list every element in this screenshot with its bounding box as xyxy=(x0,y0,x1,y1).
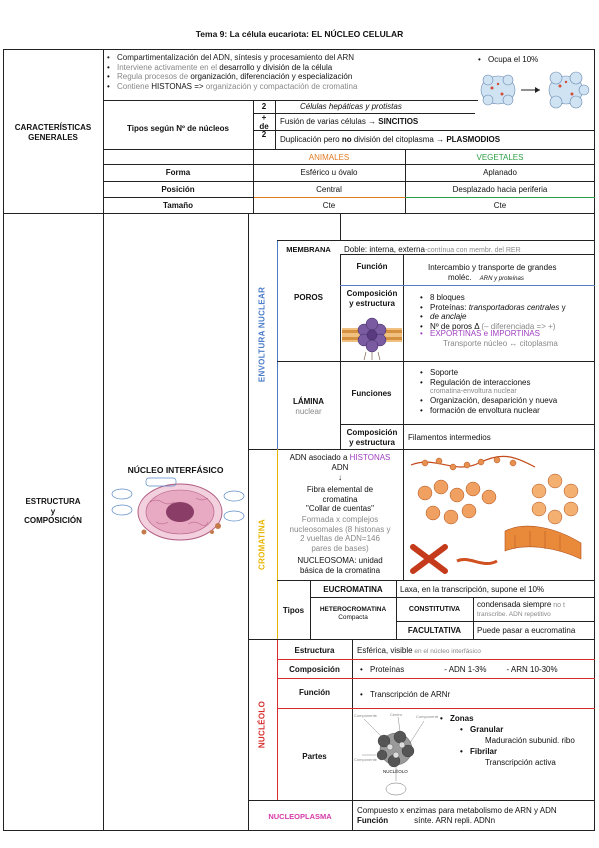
general-bullet: Interviene activamente en el desarrollo … xyxy=(107,63,357,73)
crom-adn: ADN asociado a HISTONAS xyxy=(289,453,391,462)
poros-funcion-1: Intercambio y transporte de grandes xyxy=(428,263,557,272)
poros-composicion-final: Función xyxy=(341,262,403,284)
forma-animal: Esférico u óvalo xyxy=(300,168,358,177)
crom-formada: Formada x complejos nucleosomales (8 his… xyxy=(289,515,391,553)
lamina-label: LÁMINA xyxy=(292,397,325,406)
estructura-label: ESTRUCTURA y COMPOSICIÓN xyxy=(24,497,82,525)
forma-vegetal: Aplanado xyxy=(483,168,517,177)
lamina-comp-label: Composición y estructura xyxy=(346,428,398,447)
nucleolo-funcion: Transcripción de ARNr xyxy=(360,690,450,700)
nucleo-interfasico-title: NÚCLEO INTERFÁSICO xyxy=(127,465,224,475)
cells-figure xyxy=(480,71,590,109)
forma-label: Forma xyxy=(165,168,191,177)
zonas-title: Zonas xyxy=(440,714,474,724)
poro-figure xyxy=(342,317,402,360)
poros-item: 8 bloques xyxy=(420,293,566,303)
poros-comp-estructura: Composición y estructura xyxy=(341,289,403,308)
vegetales-header: VEGETALES xyxy=(476,153,524,162)
lamina-comp-text: Filamentos intermedios xyxy=(408,433,491,442)
general-label: CARACTERÍSTICAS GENERALES xyxy=(14,123,92,142)
export-text: EXPORTINAS e IMPORTINAS xyxy=(420,329,540,339)
constitutiva-text: condensada siempre no t transcribe. ADN … xyxy=(477,600,565,618)
lamina-gray: cromatina-envoltura nuclear xyxy=(430,388,517,395)
poros-item: Nº de poros Δ (– diferenciada => +) xyxy=(420,322,566,332)
poros-funcion-2: moléc. ARN y proteínas xyxy=(448,273,524,282)
eucromatina-text: Laxa, en la transcripción, supone el 10% xyxy=(400,585,545,594)
svg-text:Componente: Componente xyxy=(354,713,378,718)
nucleolo-estructura-label: Estructura xyxy=(294,646,335,655)
crom-nucleosoma: NUCLEOSOMA: unidad básica de la cromatin… xyxy=(297,556,383,575)
zona-fibrilar-desc: Transcripción activa xyxy=(485,758,556,767)
general-bullet: Compartimentalización del ADN, síntesis … xyxy=(107,53,357,63)
posicion-vegetal: Desplazado hacia periferia xyxy=(452,185,548,194)
crom-adn2: ADN xyxy=(331,463,349,472)
facultativa-text: Puede pasar a eucromatina xyxy=(477,626,576,635)
poros-item: de anclaje xyxy=(420,312,566,322)
eucromatina-label: EUCROMATINA xyxy=(323,585,383,594)
tipos-text-2: Fusión de varias células → SINCITIOS xyxy=(280,117,419,126)
ocupa-text: Ocupa el 10% xyxy=(478,55,538,65)
crom-arrow: ↓ xyxy=(338,473,342,482)
nucleo-interfasico-figure xyxy=(111,477,245,541)
svg-text:Componente: Componente xyxy=(416,714,438,719)
tipos-n-mas: + de 2 xyxy=(259,113,269,139)
lamina-funcion: Organización, desaparición y nueva xyxy=(420,396,557,406)
nucleolo-estructura-text: Esférica, visible en el núcleo interfási… xyxy=(357,646,481,655)
nucleolo-composicion-label: Composición xyxy=(289,665,340,674)
membrana-label: MEMBRANA xyxy=(286,245,331,254)
tipos-label: Tipos según Nº de núcleos xyxy=(127,124,229,133)
transporte-text: Transporte núcleo ↔ citoplasma xyxy=(443,339,558,348)
tamano-label: Tamaño xyxy=(162,201,194,210)
page-title: Tema 9: La célula eucariota: EL NÚCLEO C… xyxy=(195,29,404,39)
posicion-label: Posición xyxy=(161,185,195,194)
nucleoplasma-line1: Compuesto x enzimas para metabolismo de … xyxy=(357,806,557,815)
tipos-n-2: 2 xyxy=(261,102,267,111)
cromatina-figure xyxy=(405,451,593,579)
nucleolo-funcion-label: Función xyxy=(298,688,331,697)
tipos-text-3: Duplicación pero no división del citopla… xyxy=(280,135,501,144)
general-bullets: Compartimentalización del ADN, síntesis … xyxy=(107,53,357,91)
posicion-animal: Central xyxy=(316,185,342,194)
tamano-vegetal: Cte xyxy=(493,201,507,210)
zona-granular-desc: Maduración subunid. ribo xyxy=(485,736,575,745)
zona-granular: Granular xyxy=(460,725,503,735)
nucleolo-comp: Proteínas- ADN 1-3%- ARN 10-30% xyxy=(360,665,558,675)
poros-label: POROS xyxy=(294,293,323,302)
facultativa-label: FACULTATIVA xyxy=(407,626,462,635)
crom-fibra: Fibra elemental de cromatina "Collar de … xyxy=(306,485,374,513)
lamina-funcion: Soporte xyxy=(420,368,531,378)
envoltura-label: ENVOLTURA NUCLEAR xyxy=(257,286,267,383)
nucleolo-fig-label: NUCLÉOLO xyxy=(383,768,408,774)
zona-fibrilar: Fibrilar xyxy=(460,747,497,757)
nucleolo-label: NUCLÉOLO xyxy=(257,700,267,749)
nucleolo-partes-label: Partes xyxy=(302,752,327,761)
poros-comp-list: 8 bloques Proteínas: transportadoras cen… xyxy=(420,293,566,331)
tamano-animal: Cte xyxy=(322,201,336,210)
lamina-sub: nuclear xyxy=(295,407,322,416)
heterocromatina-label: HETEROCROMATINA Compacta xyxy=(319,606,387,621)
estructura-section xyxy=(3,214,595,831)
general-section xyxy=(3,49,595,214)
poros-item: Proteínas: transportadoras centrales y xyxy=(420,303,566,313)
general-bullet: Contiene HISTONAS => organización y comp… xyxy=(107,82,357,92)
lamina-funcion: formación de envoltura nuclear xyxy=(420,406,557,416)
cromatina-label: CROMATINA xyxy=(257,519,267,570)
nucleoplasma-label: NUCLEOPLASMA xyxy=(268,812,332,821)
general-bullet: Regula procesos de organización, diferen… xyxy=(107,72,357,82)
svg-text:Componente: Componente xyxy=(354,757,378,762)
lamina-funciones: Soporte Regulación de interacciones xyxy=(420,368,531,387)
crom-tipos-label: Tipos xyxy=(282,606,305,615)
constitutiva-label: CONSTITUTIVA xyxy=(408,606,461,613)
lamina-funciones-label: Funciones xyxy=(351,389,392,398)
lamina-funcion: Regulación de interacciones xyxy=(420,378,531,388)
tipos-text-1: Células hepáticas y protistas xyxy=(300,102,402,111)
svg-text:Centro: Centro xyxy=(390,712,403,717)
animales-header: ANIMALES xyxy=(308,153,350,162)
membrana-text: Doble: interna, externa-contínua con mem… xyxy=(344,245,521,254)
